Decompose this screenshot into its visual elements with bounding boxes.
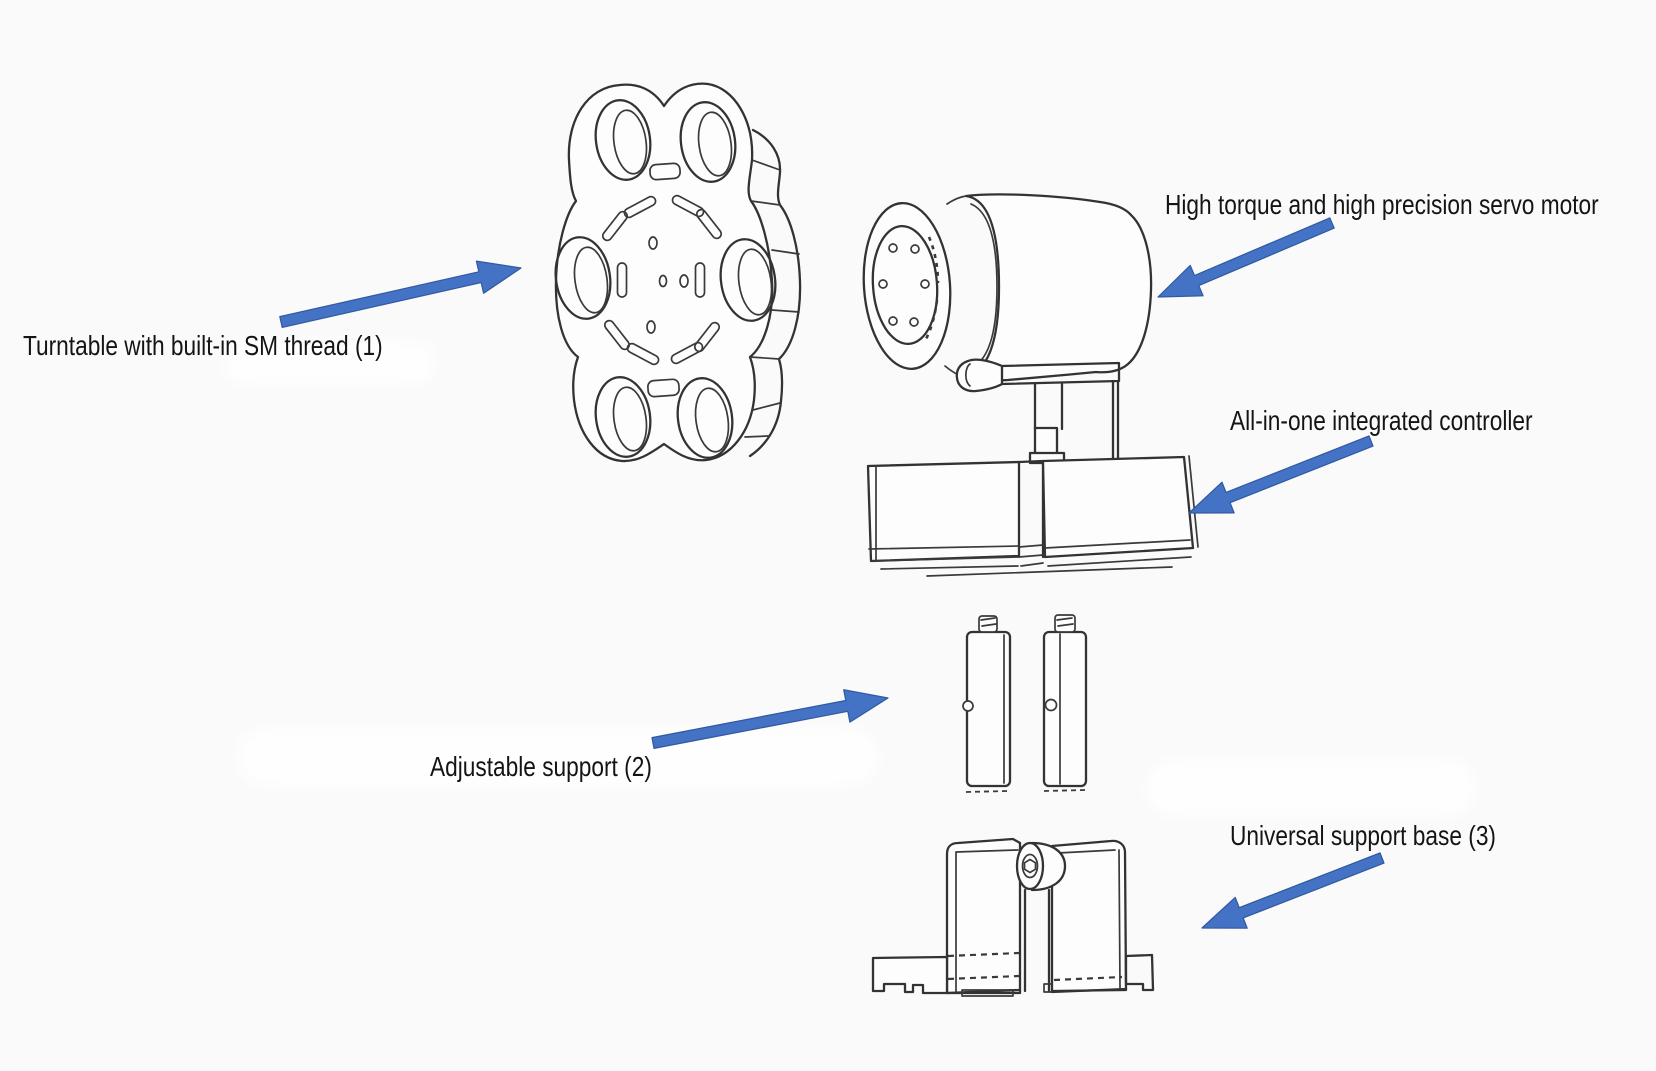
base-plate-left-wing (871, 955, 949, 995)
support-base-drawing (871, 837, 1155, 997)
bolt-hole (920, 279, 930, 289)
turntable-pin-hole (648, 236, 658, 250)
controller-left-groove (868, 545, 1020, 550)
turntable-slot (647, 378, 680, 398)
base-plate-right-wing (1124, 953, 1155, 992)
bolt-hole (909, 317, 919, 327)
turntable-slot (693, 321, 721, 353)
turntable-pin-hole (679, 274, 689, 288)
turntable-slot (649, 162, 681, 181)
controller-left-box (866, 460, 1021, 563)
base-right-bottom (1050, 987, 1128, 994)
support-knob-detail (980, 617, 997, 627)
motor-mount-rear-post (1111, 379, 1120, 462)
controller-center-ticks (1018, 544, 1044, 567)
bolt-hole (878, 279, 888, 289)
turntable-slot (695, 208, 723, 240)
label-controller: All-in-one integrated controller (1230, 405, 1533, 436)
turntable-slot (694, 262, 706, 298)
turntable-hole (719, 238, 777, 322)
support-bar-right-hole (1044, 698, 1058, 712)
turntable-silhouette (554, 82, 774, 463)
turntable-hole-bore (612, 109, 648, 175)
support-knob-detail (1056, 617, 1074, 627)
motor-body (962, 193, 1153, 382)
motor-collar-seam (968, 203, 998, 370)
turntable-hole (676, 377, 734, 459)
turntable-hole-bore (697, 111, 733, 177)
base-center-post (1023, 888, 1051, 993)
turntable-hole-bore (573, 246, 609, 314)
base-left-upright-inner (955, 849, 1019, 993)
turntable-slot (626, 342, 660, 366)
turntable-slot (623, 195, 657, 219)
turntable-slot (601, 210, 629, 242)
servo-motor-drawing (862, 193, 1153, 465)
hinge-screw-hex-socket (1023, 858, 1037, 874)
motor-mount-foot-detail (965, 363, 971, 387)
base-right-upright (1050, 839, 1128, 993)
turntable-hole (594, 376, 652, 458)
controller-right-box (1041, 455, 1195, 559)
base-right-foot (1043, 983, 1053, 993)
motor-mount-foot (955, 358, 1004, 393)
base-left-upright (945, 837, 1022, 995)
motor-mount-block (1033, 426, 1059, 456)
arrow-to-controller (1188, 435, 1374, 514)
support-bar-ends (965, 789, 1087, 793)
controller-right-groove (1044, 539, 1191, 549)
background-artifact (238, 728, 878, 786)
turntable-rim-depth (748, 128, 802, 458)
motor-mount-neck (1033, 382, 1064, 431)
arrow-to-support-base (1201, 852, 1385, 929)
turntable-hole-bore (694, 387, 730, 453)
turntable-hole (594, 99, 652, 181)
arrow-to-servo-motor (1157, 217, 1335, 298)
turntable-slot (616, 262, 628, 298)
thread-marks (923, 236, 940, 342)
arrow-to-adjustable-support (651, 689, 889, 750)
turntable-slot (670, 341, 704, 365)
controller-baseline (926, 566, 1173, 577)
turntable-hole-bore (737, 248, 773, 316)
hinge-front-face (1015, 841, 1045, 891)
label-turntable: Turntable with built-in SM thread (1) (23, 330, 383, 361)
controller-left-lip (871, 556, 1020, 570)
hinge-screw (1021, 853, 1039, 879)
callout-arrows (279, 217, 1385, 929)
bolt-hole (888, 316, 898, 326)
bolt-hole (910, 244, 920, 254)
turntable-slot (671, 194, 705, 218)
label-adjustable-support: Adjustable support (2) (430, 751, 652, 782)
turntable-drawing (554, 82, 802, 463)
background-artifact (1146, 760, 1476, 816)
background-artifact (225, 342, 435, 384)
turntable-center-hole (658, 274, 668, 288)
motor-mount-plate (1000, 361, 1121, 386)
support-bar-left-hole (962, 700, 974, 712)
base-right-hatch (1053, 975, 1123, 982)
base-center-hatch (947, 951, 1020, 981)
label-servo-motor: High torque and high precision servo mot… (1165, 189, 1599, 220)
base-right-upright-inner (1057, 849, 1121, 989)
controller-right-lip (1047, 556, 1192, 567)
controller-center-strip (1017, 459, 1045, 559)
arrow-to-turntable (279, 260, 522, 328)
turntable-rim-ticks (744, 159, 800, 438)
turntable-hole (679, 101, 737, 183)
controller-drawing (866, 455, 1199, 577)
bolt-hole (888, 243, 898, 253)
base-center-foot (961, 989, 1014, 997)
adjustable-support-drawing (962, 614, 1088, 793)
controller-right-edge (1188, 455, 1199, 548)
label-support-base: Universal support base (3) (1230, 820, 1496, 851)
turntable-hole-bore (612, 386, 648, 452)
turntable-pin-hole (646, 320, 656, 334)
turntable-hole (554, 236, 612, 320)
